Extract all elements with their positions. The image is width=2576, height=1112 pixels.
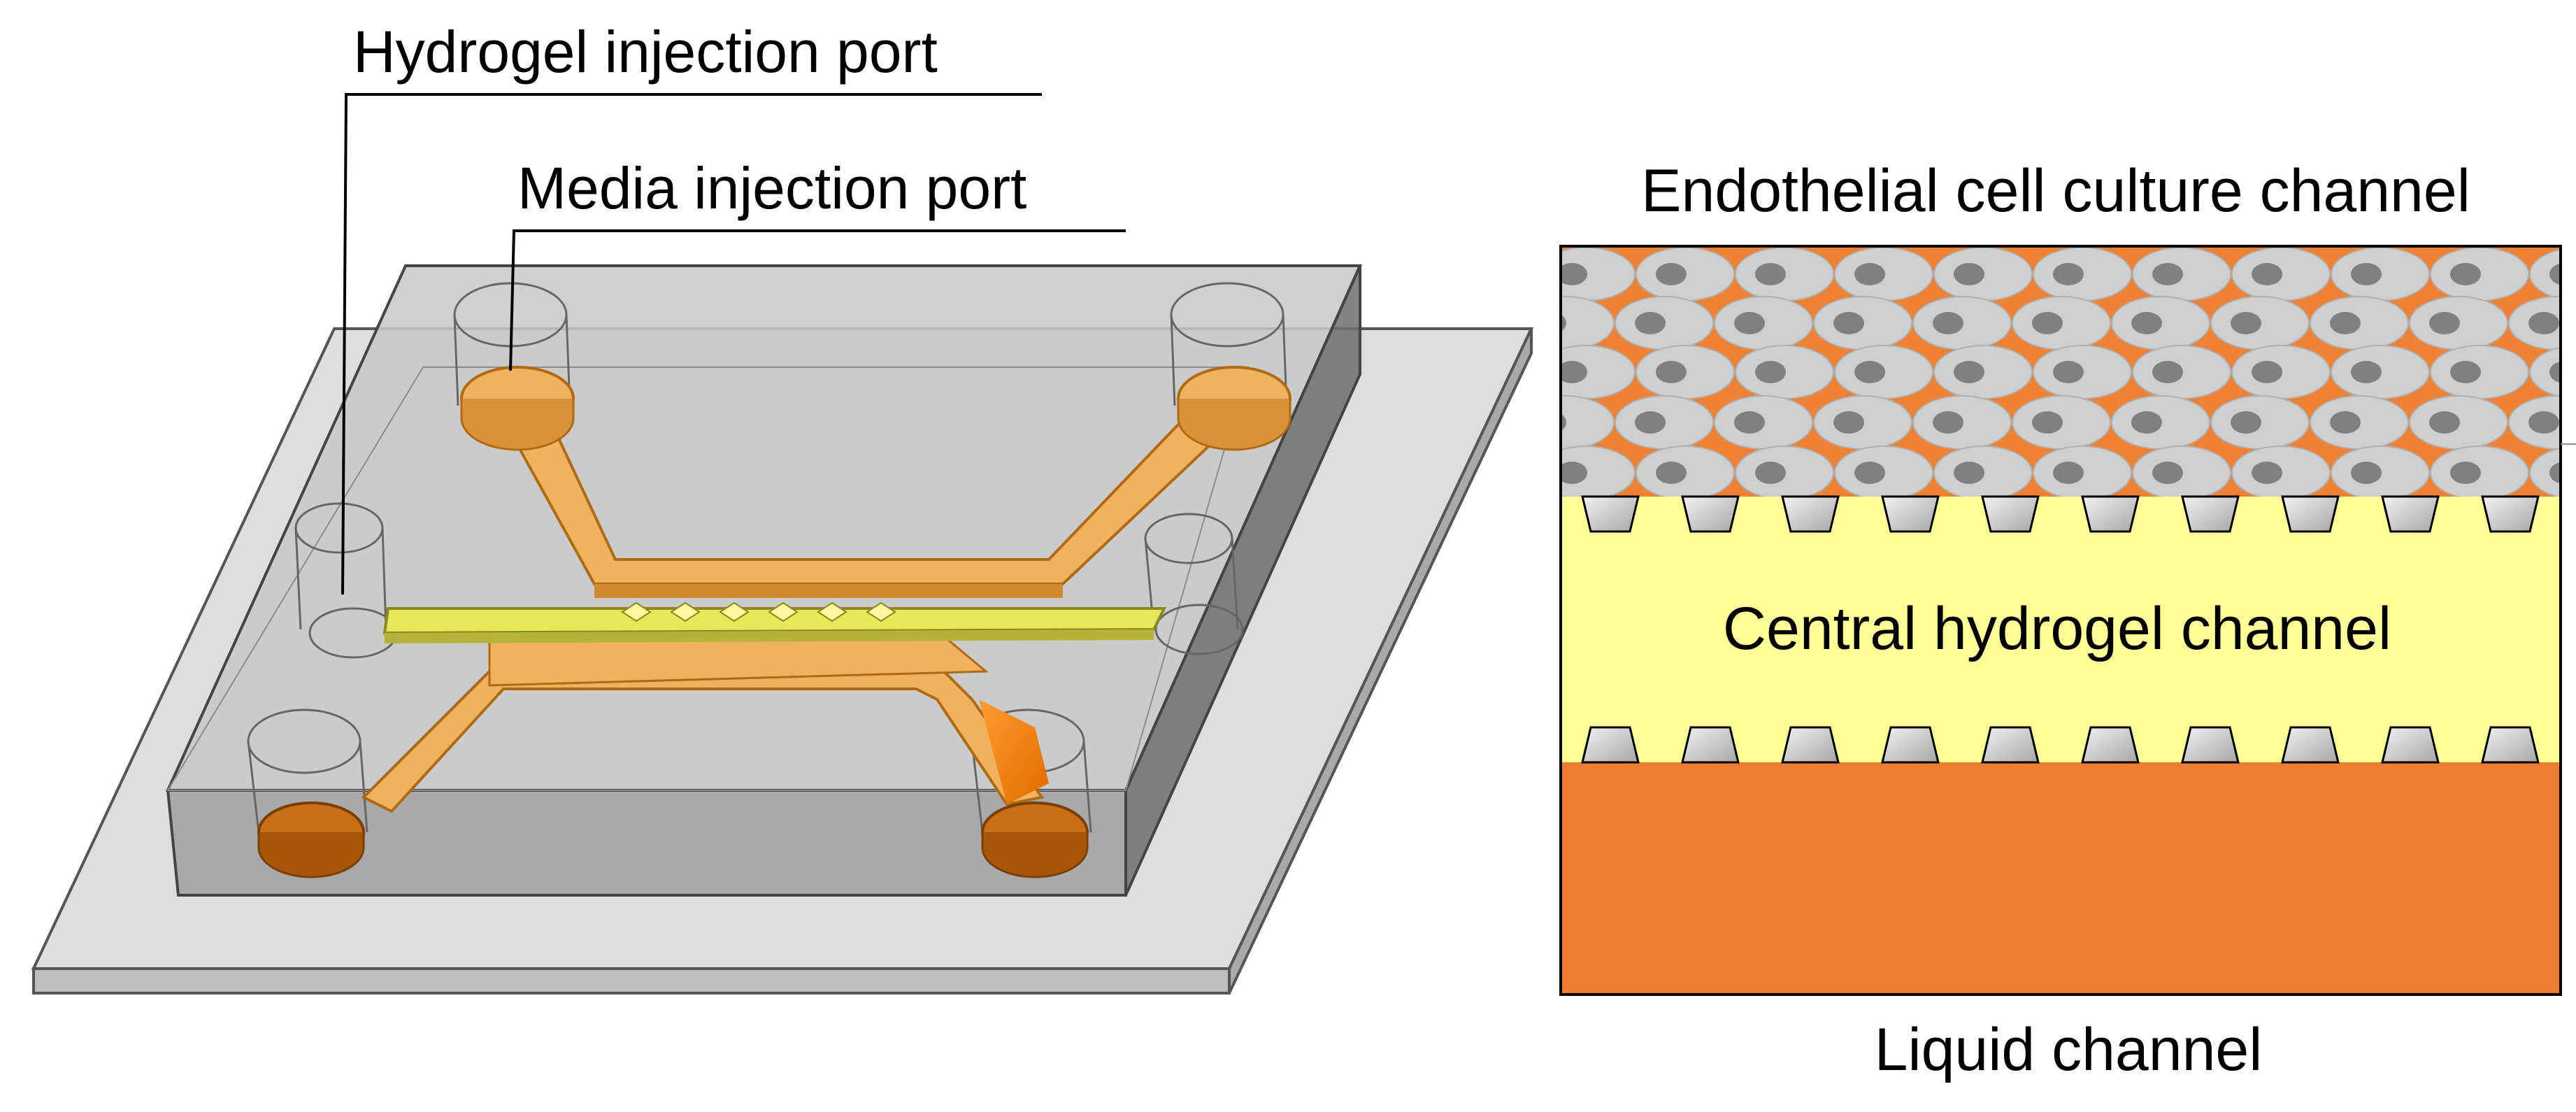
cell-nucleus: [2351, 263, 2382, 285]
cell-nucleus: [2330, 411, 2361, 434]
channel-post: [2181, 495, 2240, 533]
cell-nucleus: [2549, 263, 2561, 285]
endothelial-cell: [2529, 248, 2561, 300]
endothelial-cell-layer: [1561, 247, 2561, 497]
channel-post: [1881, 495, 1940, 533]
cell-nucleus: [1755, 361, 1786, 383]
cell-nucleus: [1755, 462, 1786, 484]
cell-nucleus: [2252, 361, 2282, 383]
cell-nucleus: [1854, 361, 1885, 383]
cell-nucleus: [2450, 361, 2481, 383]
cell-nucleus: [1656, 263, 1687, 285]
cell-nucleus: [2152, 361, 2183, 383]
cell-nucleus: [1954, 361, 1984, 383]
cell-nucleus: [2351, 361, 2382, 383]
channel-post: [2281, 495, 2340, 533]
cell-nucleus: [2032, 411, 2063, 434]
cell-nucleus: [2152, 462, 2183, 484]
cell-nucleus: [2528, 411, 2559, 434]
channel-post: [2481, 495, 2540, 533]
cell-nucleus: [1854, 462, 1885, 484]
device-3d-view: Hydrogel injection port Media injection …: [31, 19, 1534, 995]
cell-nucleus: [1954, 263, 1984, 285]
cell-nucleus: [1635, 411, 1666, 434]
device-hydrogel-channel: [382, 601, 1167, 643]
cross-section-frame: [1559, 245, 2562, 996]
cell-nucleus: [1854, 263, 1885, 285]
cell-nucleus: [1656, 361, 1687, 383]
cell-nucleus: [1755, 263, 1786, 285]
channel-post: [2481, 726, 2540, 764]
lower-media-channel: [257, 635, 1089, 878]
cell-nucleus: [2252, 263, 2282, 285]
cell-nucleus: [2053, 462, 2084, 484]
cell-nucleus: [2131, 312, 2162, 334]
channel-post: [1681, 726, 1740, 764]
channel-post: [1781, 495, 1840, 533]
cell-nucleus: [1734, 312, 1765, 334]
liquid-channel-region: [1561, 762, 2561, 995]
cell-nucleus: [1833, 312, 1864, 334]
leader-lines: [341, 93, 1126, 595]
cell-nucleus: [1635, 312, 1666, 334]
central-channel-label: Central hydrogel channel: [1723, 595, 2391, 662]
channel-post: [2081, 726, 2140, 764]
endothelial-cell: [2529, 447, 2561, 497]
cell-nucleus: [1734, 411, 1765, 434]
cell-nucleus: [2549, 462, 2561, 484]
channel-post: [1981, 726, 2040, 764]
cell-nucleus: [1561, 361, 1587, 383]
cell-nucleus: [2429, 312, 2460, 334]
lower-post-row: [1581, 726, 2540, 764]
cell-nucleus: [1933, 411, 1963, 434]
cell-nucleus: [1656, 462, 1687, 484]
channel-post: [1581, 726, 1640, 764]
hydrogel-channel-region: [1561, 497, 2561, 762]
channel-post: [2181, 726, 2240, 764]
channel-post: [1881, 726, 1940, 764]
endothelial-cell: [1561, 445, 1636, 497]
cell-nucleus: [1561, 263, 1587, 285]
cross-section-view: Endothelial cell culture channel Central…: [1559, 157, 2576, 1083]
channel-post: [1581, 495, 1640, 533]
media-port-label: Media injection port: [517, 155, 1026, 221]
cell-nucleus: [2231, 411, 2261, 434]
cell-nucleus: [2549, 361, 2561, 383]
cell-nucleus: [1954, 462, 1984, 484]
cell-nucleus: [2450, 263, 2481, 285]
endothelial-channel-label: Endothelial cell culture channel: [1641, 157, 2470, 224]
cell-nucleus: [2429, 411, 2460, 434]
liquid-channel-label: Liquid channel: [1875, 1016, 2263, 1083]
endothelial-cell: [2529, 346, 2561, 398]
cell-nucleus: [2231, 312, 2261, 334]
cell-nucleus: [2450, 462, 2481, 484]
channel-post: [2081, 495, 2140, 533]
cell-nucleus: [2330, 312, 2361, 334]
cell-nucleus: [2032, 312, 2063, 334]
cell-nucleus: [2131, 411, 2162, 434]
upper-media-channel: [460, 366, 1291, 598]
hydrogel-port-label: Hydrogel injection port: [353, 19, 938, 85]
channel-post: [2381, 726, 2440, 764]
channel-post: [1781, 726, 1840, 764]
cell-nucleus: [2152, 263, 2183, 285]
upper-post-row: [1581, 495, 2540, 533]
cell-nucleus: [2351, 462, 2382, 484]
cell-nucleus: [2252, 462, 2282, 484]
cell-nucleus: [1933, 312, 1963, 334]
cell-nucleus: [2528, 312, 2559, 334]
cell-nucleus: [2053, 361, 2084, 383]
cell-nucleus: [2053, 263, 2084, 285]
cell-nucleus: [1561, 462, 1587, 484]
channel-post: [1681, 495, 1740, 533]
channel-post: [2381, 495, 2440, 533]
channel-post: [1981, 495, 2040, 533]
channel-post: [2281, 726, 2340, 764]
cell-nucleus: [1833, 411, 1864, 434]
